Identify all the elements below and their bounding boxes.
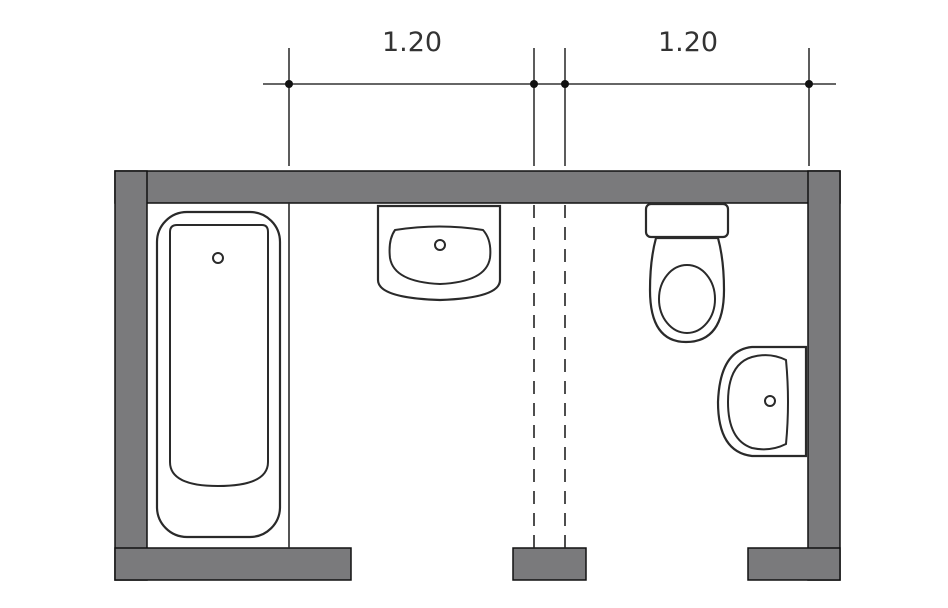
wall-seam-cover-tr (809, 172, 839, 202)
dimension-node-1 (285, 80, 293, 88)
wall-left (114, 170, 148, 581)
bathtub-drain-icon (212, 252, 224, 264)
wash-basin-side-icon (716, 345, 808, 458)
wash-basin-side-bowl (726, 354, 789, 451)
toilet-icon (644, 202, 730, 344)
wash-basin-top-icon (376, 204, 502, 302)
wall-bottom-center-stub (512, 547, 587, 581)
wall-seam-cover-bl (116, 549, 146, 579)
wall-top (114, 170, 841, 204)
toilet-tank (644, 202, 730, 239)
wall-bottom-left-stub (114, 547, 352, 581)
wall-seam-cover-br (809, 549, 839, 579)
walls (114, 170, 841, 581)
dimension-lines: 1.20 1.20 (263, 27, 836, 166)
dimension-node-3 (561, 80, 569, 88)
wash-basin-side-drain-icon (764, 395, 776, 407)
bathtub-icon (155, 210, 282, 539)
wash-basin-top-bowl (388, 225, 492, 286)
wall-right (807, 170, 841, 581)
dimension-node-4 (805, 80, 813, 88)
wall-seam-cover-tl (116, 172, 146, 202)
dimension-node-2 (530, 80, 538, 88)
bathtub-basin (169, 224, 269, 488)
toilet-seat (658, 264, 716, 334)
dashed-partition (533, 205, 566, 548)
dimension-label-left: 1.20 (382, 27, 442, 58)
wash-basin-top-drain-icon (434, 239, 446, 251)
dimension-label-right: 1.20 (658, 27, 718, 58)
